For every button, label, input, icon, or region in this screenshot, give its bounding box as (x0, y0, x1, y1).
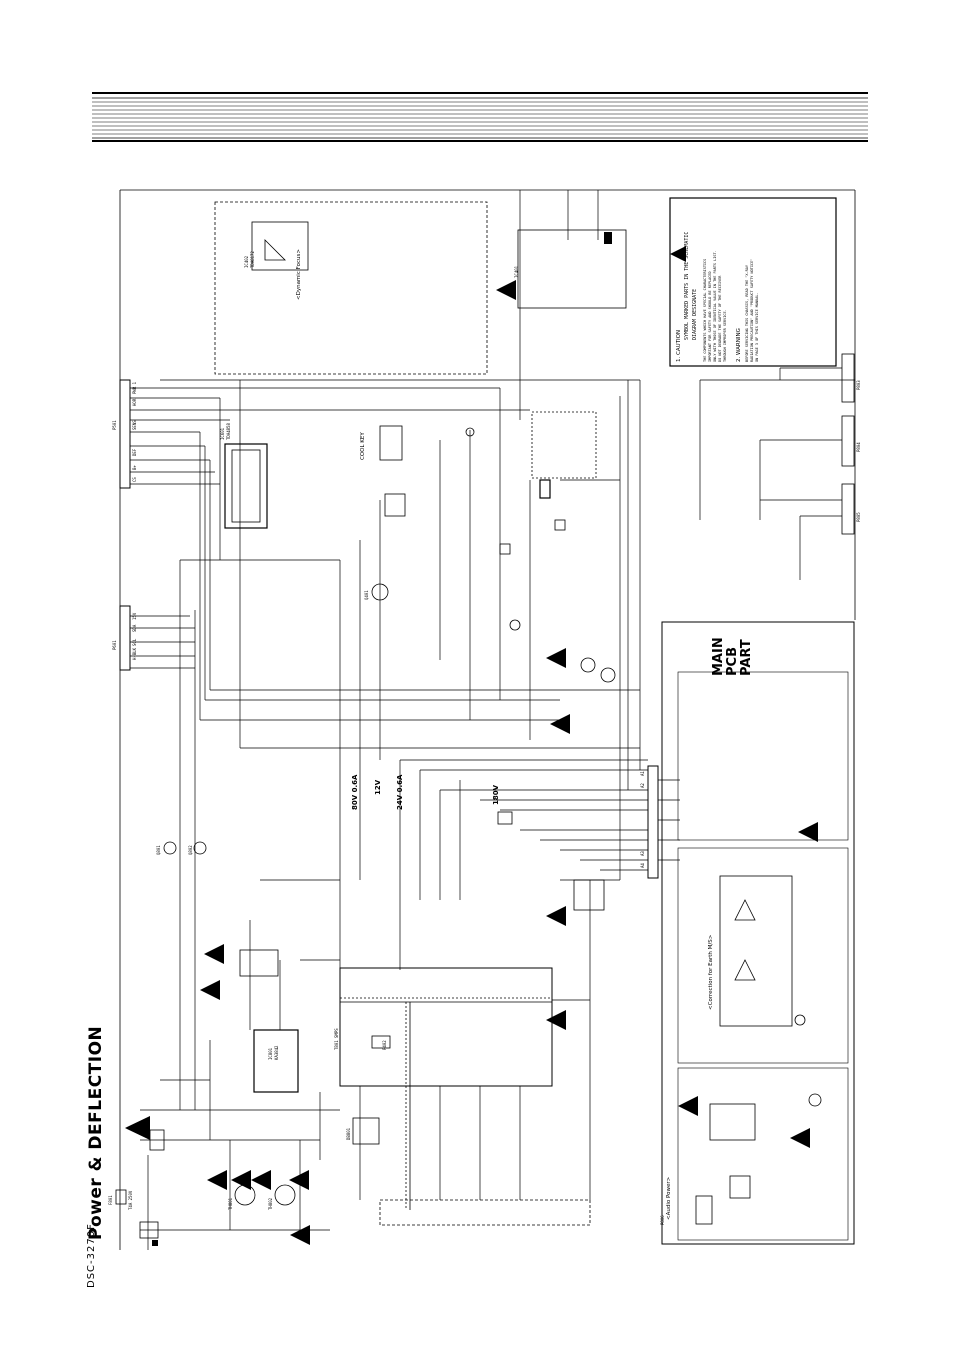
transistor-q802 (193, 841, 207, 855)
connector-p801 (119, 379, 131, 489)
header-rule (92, 92, 868, 142)
main-pcb-box (661, 621, 855, 1245)
caution-body-4: DO NOT DEGRADE THE SAFETY OF THE RECEIVE… (718, 275, 722, 362)
main-pcb-line-1: MAIN (711, 637, 726, 676)
p801-pin-1: PWR 1 (132, 381, 137, 394)
connector-p803 (841, 353, 855, 403)
main-pin-8: A3 (640, 851, 645, 856)
cool-key-label: COOL KEY (360, 432, 366, 460)
audio-power-label: <Audio Power> (666, 1176, 672, 1220)
model-number: DSC-3270F (86, 1223, 97, 1288)
connector-p601 (119, 605, 131, 671)
rail-label-2: 12V (374, 779, 382, 795)
transistor-q801-label: Q801 (156, 845, 161, 855)
ic801-box (253, 1029, 299, 1093)
transistor-q803 (808, 1093, 822, 1107)
connector-p803-label: P803 (856, 380, 861, 390)
thermistor-th802 (274, 1184, 296, 1206)
warning-line-1: BEFORE SERVICING THIS CHASSIS, READ THE … (745, 264, 749, 362)
main-pcb-line-2: PCB (725, 647, 740, 676)
ic601-label: IC601 (220, 427, 225, 440)
transformer-t801-label: T801 SMPS (334, 1028, 339, 1050)
correction-label: <Correction for Earth M/S> (708, 934, 714, 1010)
p801-pin-4: DEF (132, 448, 137, 456)
caution-body-1: THE COMPONENTS WHICH HAVE SPECIAL CHARAC… (703, 259, 707, 362)
p601-pin-4: H-BLK (132, 647, 137, 660)
caution-line-2: DIAGRAM DESIGNATE (692, 289, 698, 340)
connector-main-pins (647, 765, 659, 879)
caution-line-1: SYMBOL MARKED PARTS IN THE SCHEMATIC (684, 232, 690, 340)
fuse-f801 (115, 1189, 127, 1205)
transformer-t801 (339, 967, 553, 1087)
connector-p805-label: P805 (856, 512, 861, 522)
p601-pin-2: SDA (132, 624, 137, 632)
caution-body-2: IMPORTANT FOR SAFETY AND SHOULD BE REPLA… (708, 271, 712, 362)
switch-sw801 (139, 1221, 159, 1239)
p601-pin-1: 15V (132, 612, 137, 620)
bridge-db801 (352, 1117, 380, 1145)
main-pin-1: A1 (640, 771, 645, 776)
fuse-rating-label: T4A 250V (128, 1190, 133, 1210)
warning-line-2: RADIATION PRECAUTION" AND "PRODUCT SAFET… (750, 259, 754, 362)
main-pin-2: A2 (640, 783, 645, 788)
warning-heading: 2. WARNING (736, 328, 742, 362)
ic601-part: TDA4858 (226, 423, 231, 440)
p601-pin-3: SCL (132, 638, 137, 646)
connector-p805 (841, 483, 855, 535)
connector-p601-label: P601 (112, 640, 117, 650)
transistor-q401-label: Q401 (364, 590, 369, 600)
p801-pin-5: B+ (132, 465, 137, 470)
connector-p806-label: P806 (660, 1215, 665, 1225)
connector-p402-label: P402 (382, 1040, 387, 1050)
caution-body-3: ONLY WITH THOSE OF IDENTICAL VALUE IN TH… (713, 250, 717, 362)
ic601-box (224, 443, 268, 529)
thermistor-th802-label: TH802 (268, 1197, 273, 1210)
connector-p801-label: P501 (112, 420, 117, 430)
warning-line-3: ON PAGE 3 OF THIS SERVICE MANUAL. (755, 292, 759, 362)
transistor-q405 (465, 427, 475, 437)
bridge-db801-label: DB801 (346, 1127, 351, 1140)
p801-pin-2: HOR (132, 398, 137, 406)
ic801-label: IC801 (268, 1047, 273, 1060)
ic801-part: KA3842 (274, 1045, 279, 1060)
dynamic-focus-label: <Dynamic Focus> (296, 249, 302, 300)
caution-heading: 1. CAUTION (676, 330, 682, 362)
p801-pin-3: SENS (132, 420, 137, 430)
transistor-q403 (600, 667, 616, 683)
transistor-q401 (371, 583, 389, 601)
rail-label-3: 24V 0.6A (396, 774, 404, 810)
transistor-q404 (509, 619, 521, 631)
transistor-q804 (794, 1014, 806, 1026)
ic402-label: IC402 (244, 255, 249, 268)
caution-body-5: THROUGH IMPROPER SERVICE. (723, 309, 727, 362)
dynamic-focus-box (214, 201, 488, 375)
main-pin-9: A4 (640, 863, 645, 868)
transistor-q801 (163, 841, 177, 855)
thermistor-th801 (234, 1184, 256, 1206)
rail-label-1: 80V 0.6A (351, 774, 359, 810)
ic402-part: TDA8172 (250, 251, 255, 268)
rail-label-4: 180V (492, 784, 500, 805)
p801-pin-6: CS (132, 477, 137, 482)
main-pcb-title: MAIN PCB PART (711, 637, 754, 676)
connector-p804 (841, 415, 855, 467)
connector-p804-label: P804 (856, 442, 861, 452)
transistor-q402 (580, 657, 596, 673)
transistor-q802-label: Q802 (188, 845, 193, 855)
caution-box (669, 197, 837, 367)
main-pcb-line-3: PART (739, 639, 754, 676)
caution-text: 1. CAUTION SYMBOL MARKED PARTS IN THE SC… (676, 232, 759, 362)
transformer-t802 (239, 949, 279, 977)
ic401-label: IC401 (514, 265, 519, 278)
thermistor-th801-label: TH801 (228, 1197, 233, 1210)
page-title: Power & DEFLECTION (86, 1025, 106, 1240)
fuse-f801-label: F801 (108, 1195, 113, 1205)
